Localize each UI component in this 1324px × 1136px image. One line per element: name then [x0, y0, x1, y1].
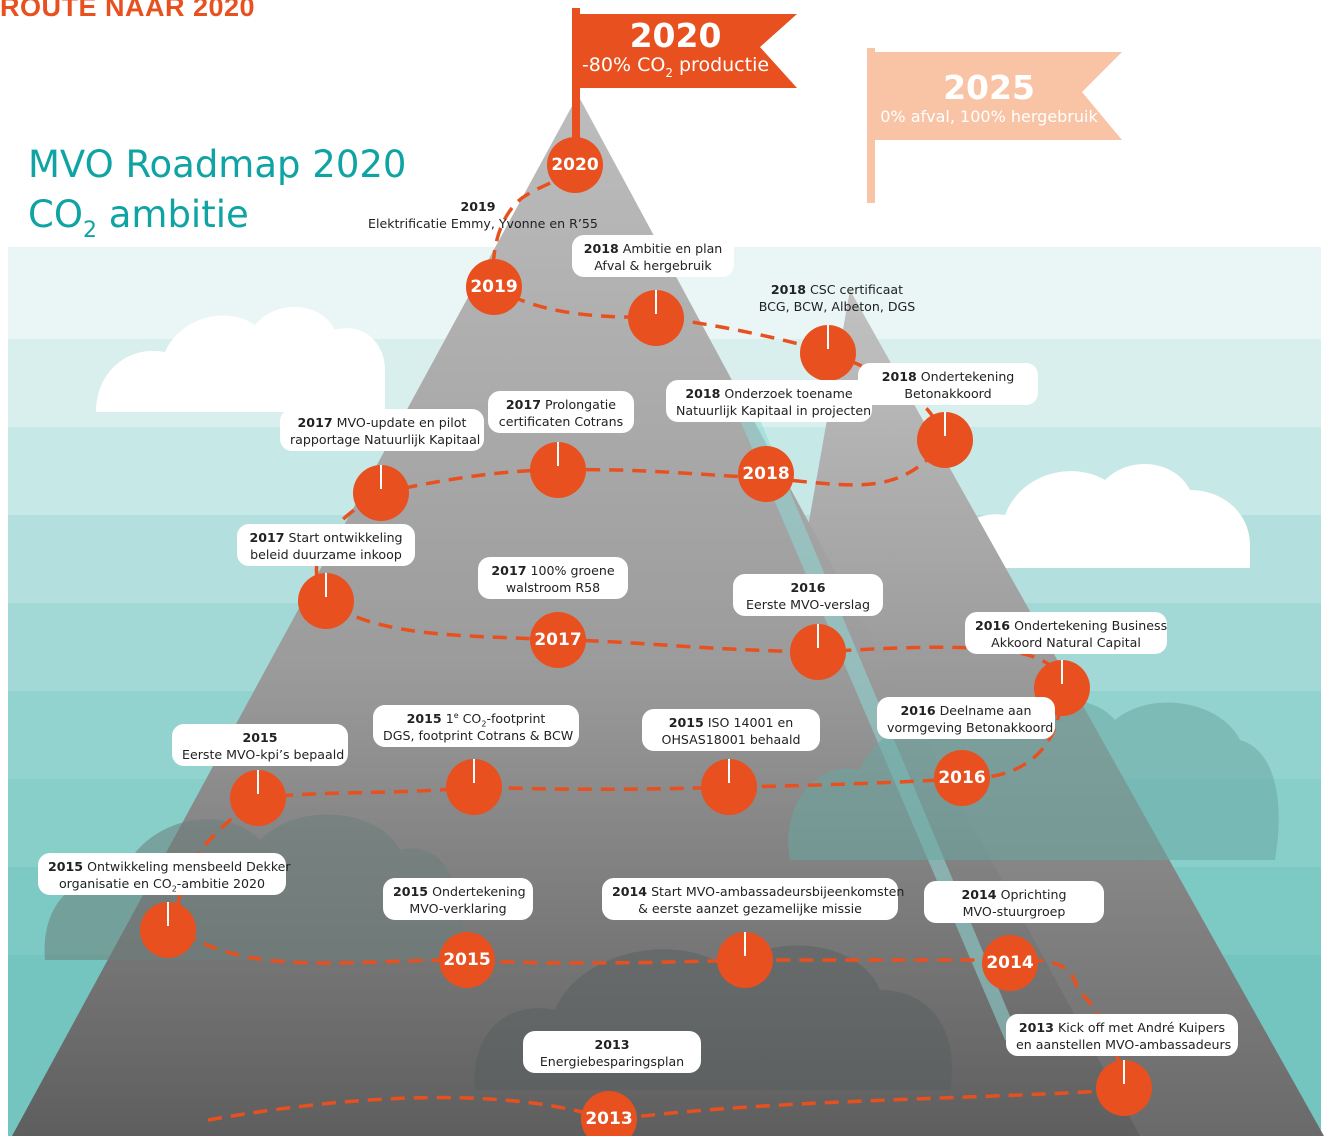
- milestone-dot-2016a: [790, 624, 846, 680]
- milestone-dot-2018b: [800, 325, 856, 381]
- cloud-right: [949, 463, 1250, 568]
- milestone-dot-2014a: [717, 932, 773, 988]
- flag-2025: 2025 0% afval, 100% hergebruik: [874, 70, 1104, 128]
- milestone-dot-2015c: [701, 759, 757, 815]
- title-line2: CO2 ambitie: [28, 193, 249, 243]
- milestone-dot-2019: 2019: [466, 259, 522, 315]
- flag-2025-desc: 0% afval, 100% hergebruik: [880, 107, 1098, 126]
- milestone-dot-2016: 2016: [934, 750, 990, 806]
- flag-2020: 2020 -80% CO2 productie: [578, 16, 773, 81]
- milestone-dot-2017: 2017: [530, 612, 586, 668]
- milestone-dot-2020: 2020: [547, 137, 603, 193]
- flag-2020-desc: -80% CO2 productie: [581, 54, 770, 80]
- milestone-dot-2013: 2013: [581, 1091, 637, 1136]
- milestone-dot-2015a: [230, 770, 286, 826]
- milestone-dot-2018c: [917, 412, 973, 468]
- milestone-dot-2015b: [446, 759, 502, 815]
- milestone-dot-2017b: [530, 442, 586, 498]
- milestone-dot-2017c: [298, 573, 354, 629]
- milestone-dot-2018a: [628, 290, 684, 346]
- page-title: MVO Roadmap 2020 CO2 ambitie: [28, 140, 406, 246]
- milestone-dot-2017a: [353, 465, 409, 521]
- header-title: ROUTE NAAR 2020: [0, 0, 256, 22]
- milestone-dot-2018: 2018: [738, 446, 794, 502]
- milestone-dot-2015: 2015: [439, 932, 495, 988]
- label-2014-ambassadeurs: 2014 Start MVO-ambassadeursbijeenkomsten…: [602, 878, 904, 920]
- title-line1: MVO Roadmap 2020: [28, 143, 407, 186]
- flag-2020-year: 2020: [629, 16, 722, 55]
- milestone-dot-2015d: [140, 902, 196, 958]
- cloud-left: [96, 306, 385, 412]
- milestone-dot-2014: 2014: [982, 935, 1038, 991]
- milestone-dot-2013a: [1096, 1060, 1152, 1116]
- flag-2025-year: 2025: [943, 68, 1035, 107]
